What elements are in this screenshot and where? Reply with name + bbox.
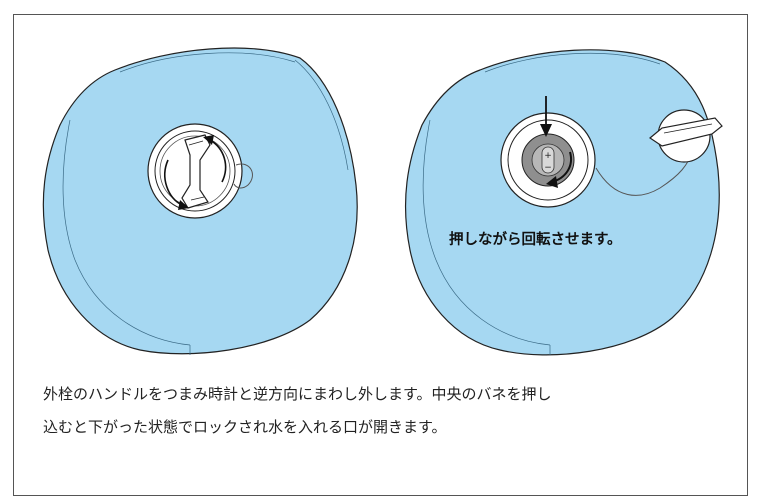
step-label: 押しながら回転させます。 [449, 232, 622, 248]
rotate-arrow-icon [546, 151, 572, 188]
svg-text:−: − [544, 163, 552, 173]
push-down-arrow-icon [540, 96, 552, 137]
inner-valve-cap: + − [500, 112, 596, 208]
instruction-caption: 外栓のハンドルをつまみ時計と逆方向にまわし外します。中央のバネを押し 込むと下が… [43, 378, 733, 444]
caption-line-2: 込むと下がった状態でロックされ水を入れる口が開きます。 [43, 418, 447, 436]
detached-outer-cap [595, 109, 723, 196]
caption-line-1: 外栓のハンドルをつまみ時計と逆方向にまわし外します。中央のバネを押し [43, 385, 552, 403]
svg-text:+: + [544, 151, 552, 161]
rotate-counterclockwise-arrow-icon [164, 135, 227, 210]
